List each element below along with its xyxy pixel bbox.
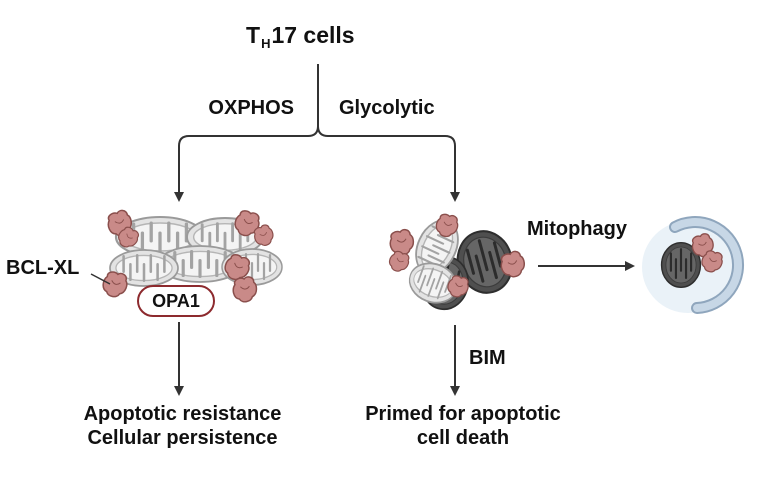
opa1-badge: OPA1 <box>137 285 215 317</box>
branch-label-glycolytic: Glycolytic <box>339 97 435 119</box>
title-main: T <box>246 22 261 48</box>
right-outcome: Primed for apoptotic cell death <box>333 402 593 451</box>
diagram-title: TH17 cells <box>246 22 355 51</box>
right-outcome-line-1: Primed for apoptotic <box>365 403 561 425</box>
right-outcome-line-2: cell death <box>416 427 510 450</box>
bcl-xl-pointer <box>90 273 111 285</box>
title-subscript: H <box>261 36 271 51</box>
fragmented-mitochondria-cluster <box>386 212 529 315</box>
left-outcome-line-2: Cellular persistence <box>87 427 278 450</box>
title-rest: 17 cells <box>271 22 355 48</box>
autophagosome <box>642 216 744 314</box>
branch-label-oxphos: OXPHOS <box>208 97 294 119</box>
bcl-xl-label: BCL-XL <box>6 257 80 279</box>
left-outcome: Apoptotic resistance Cellular persistenc… <box>60 402 305 451</box>
mitophagy-label: Mitophagy <box>527 218 627 240</box>
opa1-label: OPA1 <box>152 291 200 311</box>
branch-connector <box>174 64 460 202</box>
left-outcome-line-1: Apoptotic resistance <box>83 403 282 425</box>
bim-label: BIM <box>469 347 506 369</box>
